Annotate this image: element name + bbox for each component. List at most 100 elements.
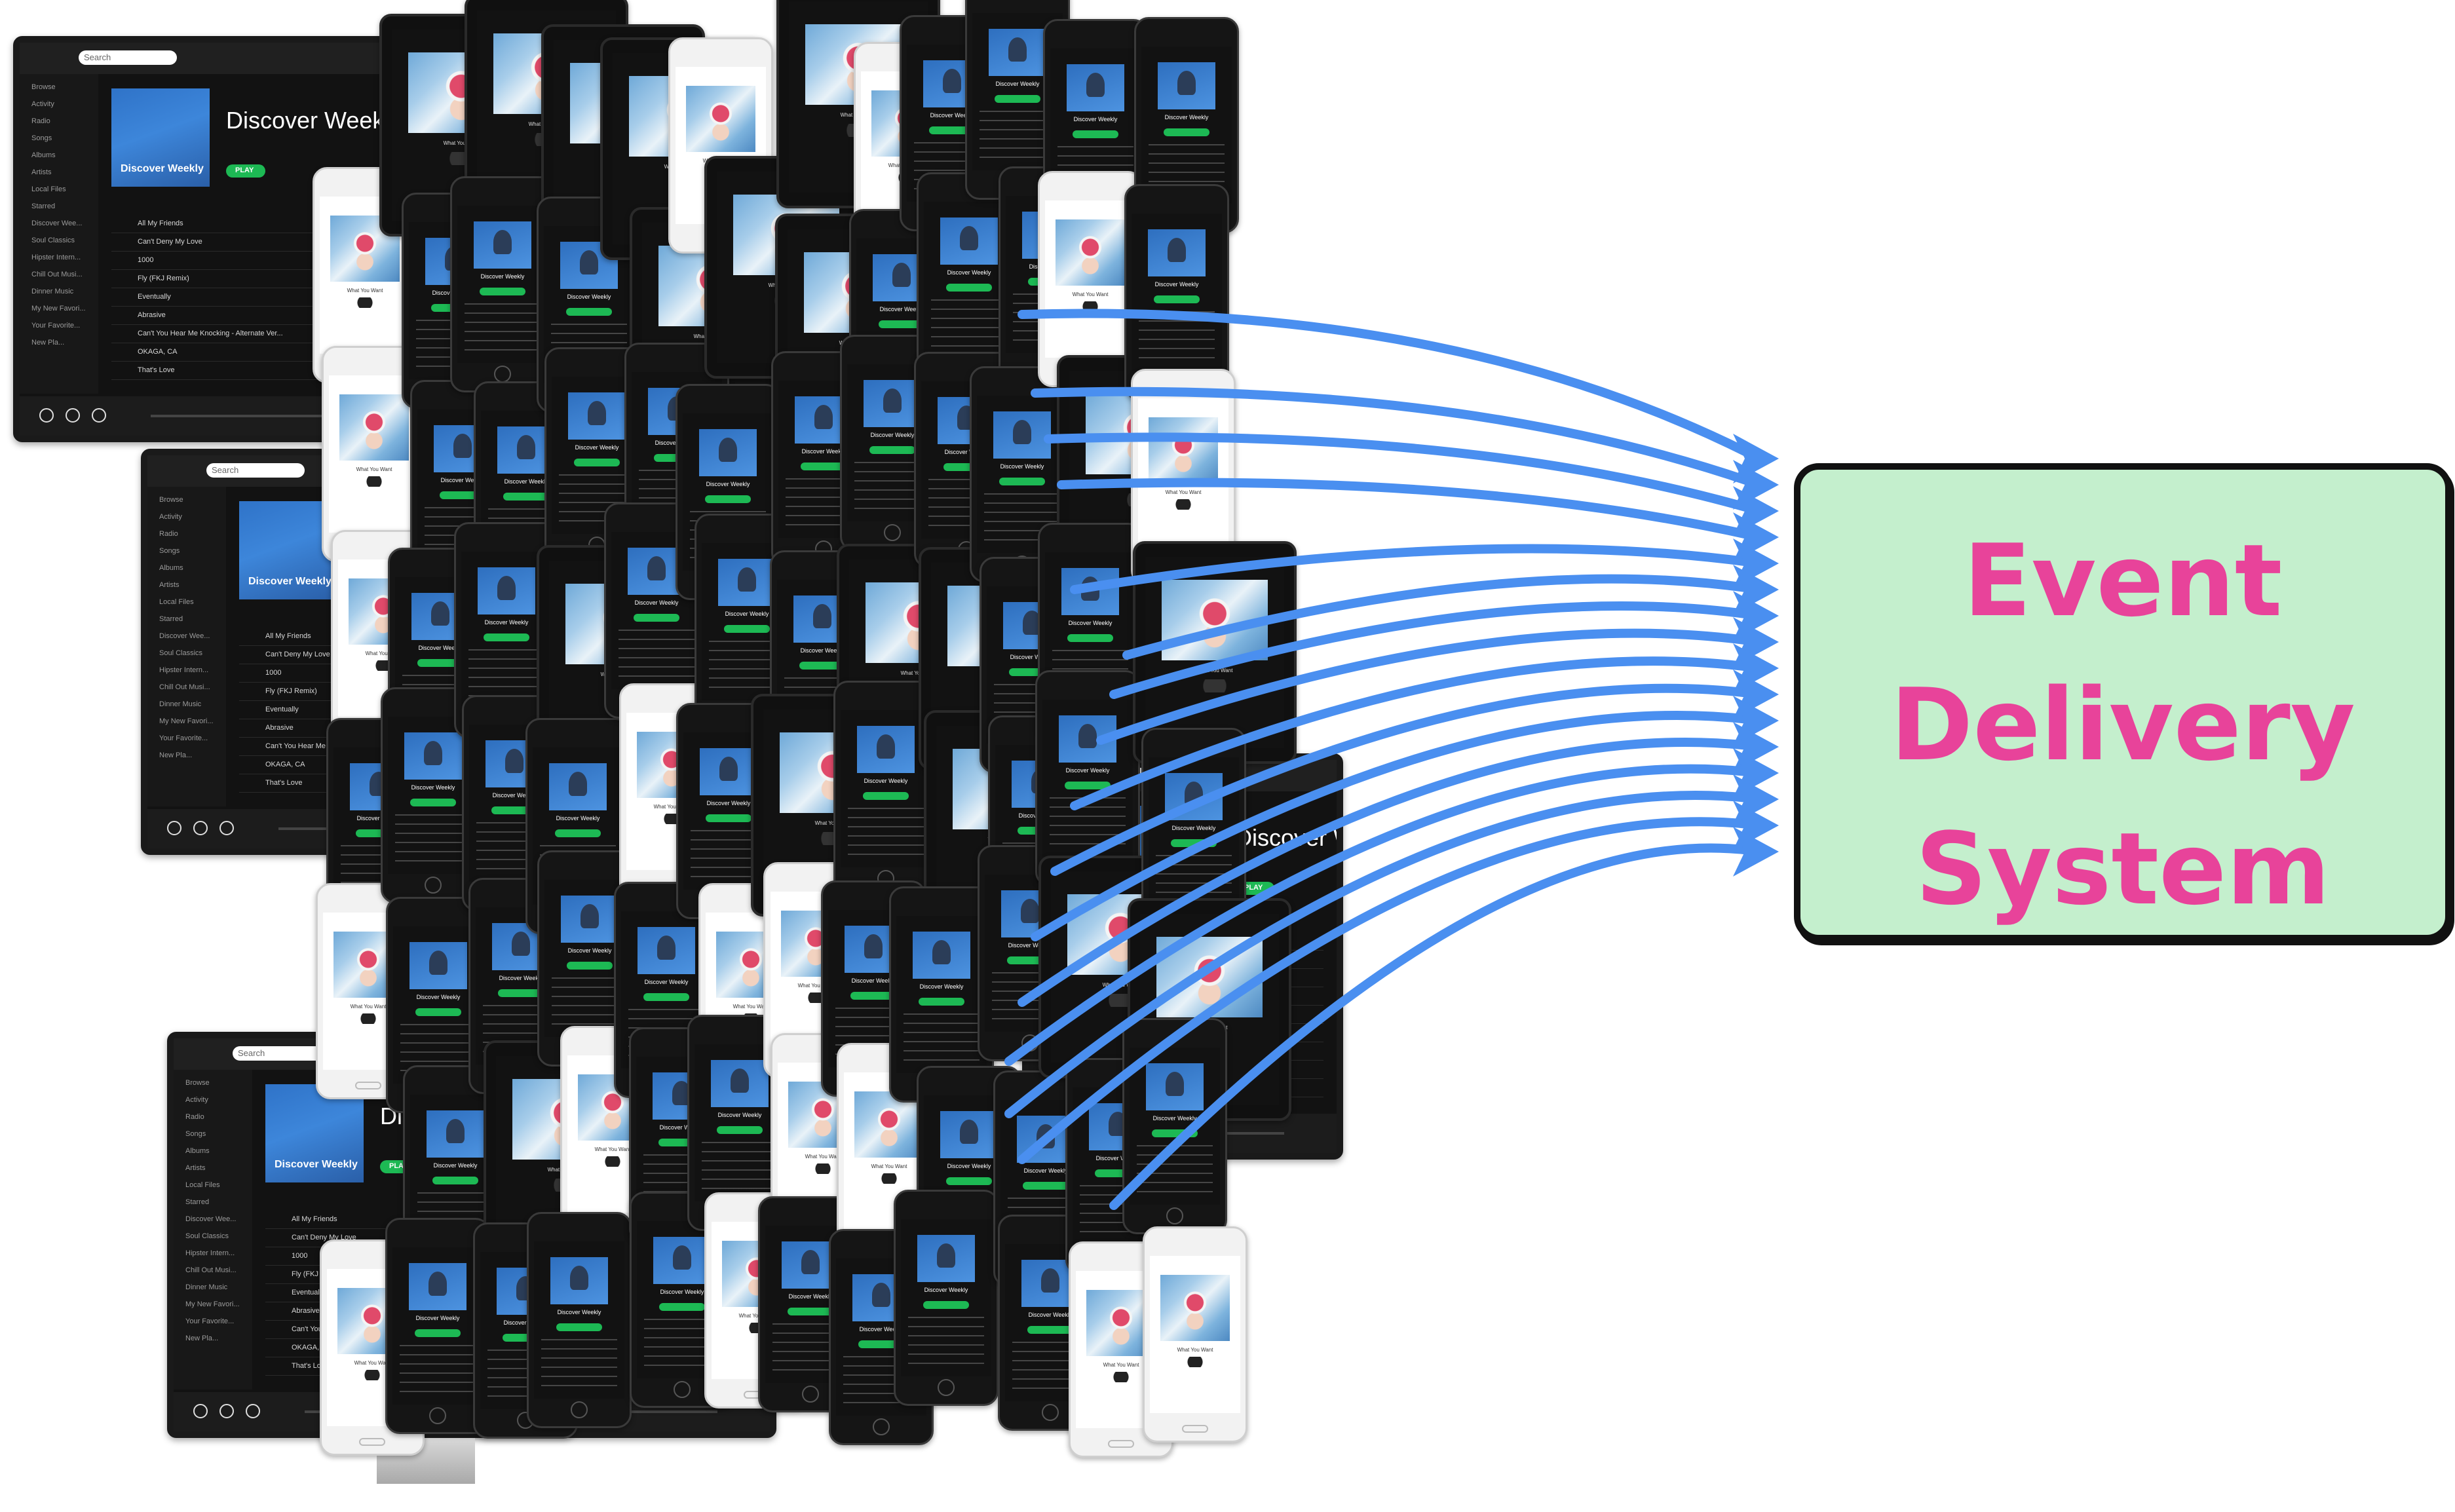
player-control-icon (193, 1404, 208, 1418)
shuffle-play-button (643, 992, 689, 1001)
shuffle-play-button (410, 798, 456, 806)
event-arrow (1070, 544, 1764, 594)
shuffle-play-button (788, 1307, 833, 1315)
album-artwork (1160, 1274, 1230, 1341)
event-arrow (1044, 432, 1764, 516)
shuffle-play-button (432, 1176, 478, 1184)
event-arrow (1096, 628, 1764, 745)
playlist-artwork-label: Discover Weekly (1152, 1115, 1197, 1122)
shuffle-play-button (659, 1302, 705, 1311)
event-arrow (1050, 683, 1764, 876)
playback-controls (1175, 679, 1254, 693)
playlist-artwork-label: Discover Weekly (356, 815, 401, 822)
home-button-icon (355, 1082, 381, 1090)
sidebar-item: Albums (159, 564, 183, 572)
sidebar-item: Albums (31, 151, 56, 159)
track-list (979, 110, 1056, 161)
playlist-artwork-label: Discover Weekly (415, 1315, 460, 1322)
playlist-artwork (408, 1263, 467, 1310)
sidebar-item: My New Favori... (31, 305, 86, 312)
phone-device: Discover Weekly (894, 1190, 999, 1406)
track-title: All My Friends (138, 219, 183, 227)
track-title: Eventually (292, 1289, 325, 1296)
now-playing-title: What You Want (354, 1360, 390, 1367)
playlist-artwork (548, 763, 607, 810)
device-screen: What You Want (1044, 200, 1136, 358)
track-list (847, 807, 924, 858)
playlist-artwork-label: Discover Weekly (556, 815, 600, 822)
playlist-artwork-label: Discover Weekly (567, 947, 612, 954)
playlist-artwork (550, 1257, 609, 1304)
playlist-artwork-label: Discover Weekly (801, 448, 846, 455)
sidebar-item: My New Favori... (185, 1300, 240, 1308)
sidebar-item: Starred (31, 202, 56, 210)
player-control-icon (39, 408, 54, 423)
playlist-artwork (1157, 62, 1216, 109)
shuffle-play-button (634, 613, 679, 622)
playlist-artwork-label: Discover Weekly (947, 269, 991, 276)
sidebar-item: Browse (159, 496, 183, 504)
track-title: Fly (FKJ Remix) (265, 687, 317, 695)
player-control-icon (193, 821, 208, 835)
shuffle-play-button (566, 307, 612, 316)
sidebar-item: Chill Out Musi... (31, 271, 83, 278)
sidebar-item: Browse (185, 1079, 210, 1087)
album-artwork (339, 394, 409, 461)
album-artwork (1149, 417, 1218, 483)
playlist-artwork-label: Discover Weekly (484, 619, 529, 626)
track-list (394, 814, 472, 865)
playlist-artwork-label: Discover Weekly (1095, 1155, 1140, 1162)
track-list (541, 1338, 618, 1389)
sidebar-item: Local Files (185, 1181, 220, 1189)
playlist-artwork-label: Discover Weekly (416, 994, 461, 1001)
home-button-icon (571, 1401, 588, 1419)
track-title: Fly (FKJ Remix) (138, 274, 189, 282)
track-title: OKAGA, CA (138, 348, 178, 356)
now-playing-title: What You Want (443, 140, 480, 147)
playlist-artwork-label: Discover Weekly (919, 983, 964, 991)
device-screen: Discover Weekly (896, 916, 987, 1073)
shuffle-play-button (484, 633, 529, 641)
playback-controls (1170, 1356, 1221, 1368)
playlist-artwork-label: Discover Weekly (859, 1326, 904, 1333)
sidebar-item: Discover Wee... (185, 1215, 237, 1223)
shuffle-play-button (415, 1329, 461, 1337)
now-playing-title: What You Want (871, 1163, 907, 1170)
shuffle-play-button (1152, 1129, 1198, 1137)
playlist-artwork-label: Discover Weekly (1028, 1312, 1073, 1319)
device-screen: Discover Weekly (392, 1247, 484, 1405)
now-playing-title: What You Want (733, 1004, 769, 1010)
sidebar-item: Songs (159, 547, 180, 555)
shuffle-play-button (1007, 956, 1053, 964)
now-playing-title: What You Want (1196, 668, 1233, 674)
playlist-artwork (653, 1237, 712, 1284)
player-control-icon (92, 408, 106, 423)
home-button-icon (429, 1407, 446, 1425)
shuffle-play-button (999, 477, 1045, 485)
event-delivery-system-box: Event Delivery System (1794, 463, 2452, 941)
sidebar-item: Radio (31, 117, 50, 125)
playlist-artwork-label: Discover Weekly (1073, 116, 1118, 123)
sidebar-item: Hipster Intern... (31, 254, 81, 261)
track-title: That's Love (138, 366, 175, 374)
playlist-artwork-label: Discover Weekly (575, 444, 619, 451)
playlist-artwork-label: Discover Weekly (567, 293, 611, 301)
shuffle-play-button (555, 829, 601, 837)
phone-device: Discover Weekly (1035, 670, 1140, 886)
sidebar-item: Dinner Music (185, 1283, 228, 1291)
event-delivery-system-label: Event Delivery System (1800, 509, 2445, 941)
playlist-artwork (993, 411, 1052, 459)
playlist-artwork-label: Discover Weekly (660, 1289, 704, 1296)
device-screen: Discover Weekly (1141, 47, 1232, 204)
shuffle-play-button (1154, 295, 1200, 303)
shuffle-play-button (717, 1125, 763, 1134)
playlist-artwork-label: Discover Weekly (864, 778, 908, 785)
track-title: That's Love (265, 779, 303, 787)
playlist-artwork-label: Discover Weekly (706, 481, 750, 488)
shuffle-play-button (801, 462, 847, 470)
shuffle-play-button (943, 463, 989, 471)
playlist-artwork (856, 726, 915, 773)
track-title: Can't Deny My Love (265, 651, 330, 658)
shuffle-play-button (1073, 130, 1118, 138)
